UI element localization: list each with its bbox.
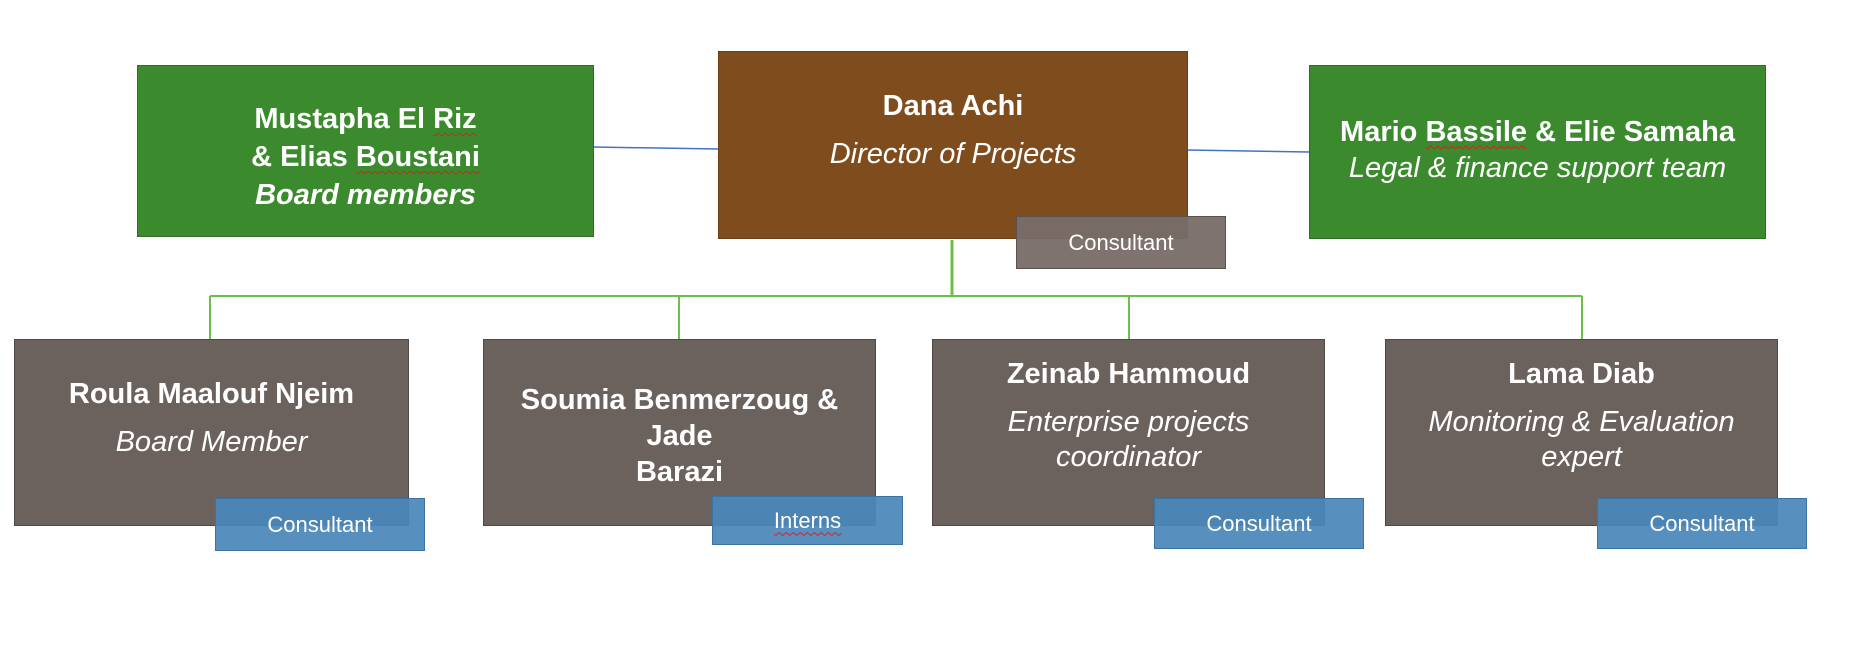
staff-box-3: Zeinab Hammoud Enterprise projects coord…: [932, 339, 1325, 526]
director-name: Dana Achi: [882, 90, 1024, 122]
staff-2-interns-tag: Interns: [712, 496, 903, 545]
staff-box-2: Soumia Benmerzoug & Jade Barazi: [483, 339, 876, 526]
staff-4-consultant-tag: Consultant: [1597, 498, 1807, 549]
staff-3-role-line2: coordinator: [1055, 441, 1202, 473]
staff-3-name: Zeinab Hammoud: [1006, 358, 1251, 390]
staff-4-name: Lama Diab: [1508, 358, 1655, 390]
director-to-support-connector: [1186, 149, 1310, 153]
staff-3-consultant-tag: Consultant: [1154, 498, 1364, 549]
staff-box-4: Lama Diab Monitoring & Evaluation expert: [1385, 339, 1778, 526]
spellcheck-word: Bassile: [1425, 116, 1528, 148]
board-members-role: Board members: [255, 179, 476, 211]
staff-2-name-line1: Soumia Benmerzoug & Jade: [520, 384, 839, 452]
staff-3-role-line1: Enterprise projects: [1007, 406, 1250, 438]
director-consultant-tag: Consultant: [1016, 216, 1226, 269]
staff-4-role-line2: expert: [1541, 441, 1622, 473]
spellcheck-word: Riz: [433, 103, 477, 135]
board-members-line1: Mustapha El Riz: [254, 103, 477, 135]
board-to-director-connector: [592, 146, 719, 150]
staff-1-role: Board Member: [115, 426, 308, 458]
staff-1-consultant-tag: Consultant: [215, 498, 425, 551]
staff-2-name-line2: Barazi: [635, 456, 724, 488]
staff-2-interns-label: Interns: [773, 507, 842, 533]
support-team-box: Mario Bassile & Elie Samaha Legal & fina…: [1309, 65, 1766, 239]
board-members-line2: & Elias Boustani: [251, 141, 480, 173]
staff-1-name: Roula Maalouf Njeim: [68, 378, 355, 410]
staff-box-1: Roula Maalouf Njeim Board Member: [14, 339, 409, 526]
support-team-names: Mario Bassile & Elie Samaha: [1340, 116, 1735, 148]
support-team-role: Legal & finance support team: [1348, 152, 1727, 184]
board-members-box: Mustapha El Riz & Elias Boustani Board m…: [137, 65, 594, 237]
director-role: Director of Projects: [829, 138, 1077, 170]
staff-4-role-line1: Monitoring & Evaluation: [1428, 406, 1735, 438]
spellcheck-word: Boustani: [355, 141, 480, 173]
director-box: Dana Achi Director of Projects: [718, 51, 1188, 239]
